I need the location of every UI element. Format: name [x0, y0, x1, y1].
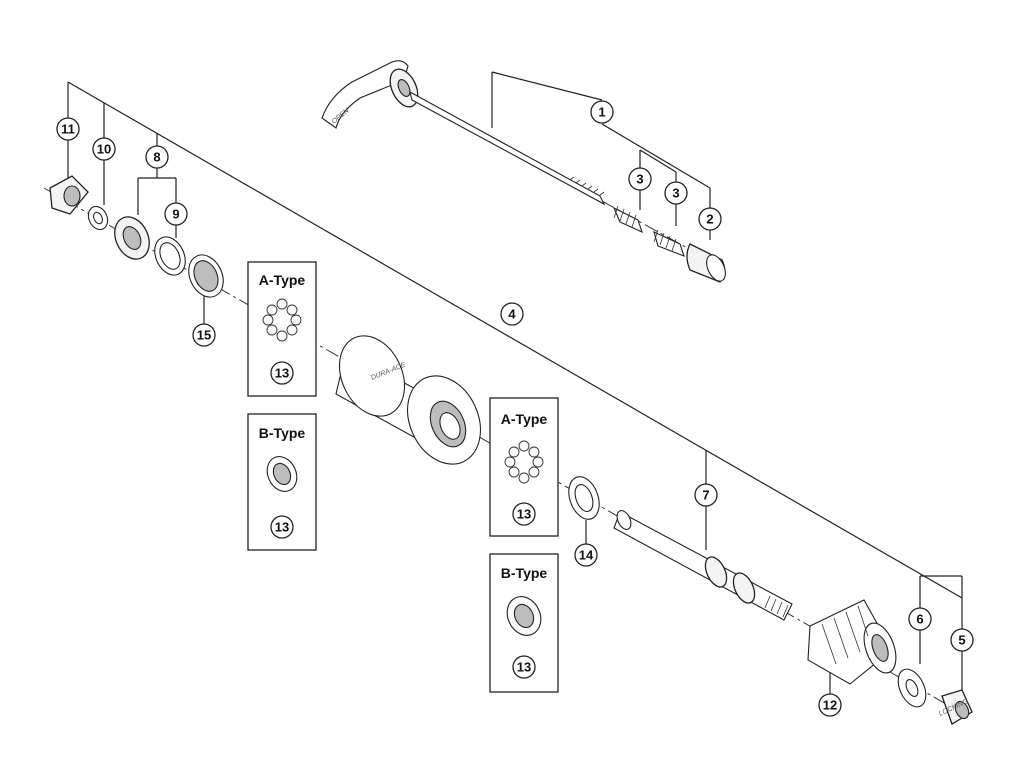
- callout-3-right: 3: [664, 181, 688, 205]
- svg-text:12: 12: [823, 698, 837, 713]
- svg-text:9: 9: [172, 207, 179, 222]
- svg-text:13: 13: [517, 507, 531, 522]
- shim-14: [568, 476, 600, 520]
- washer-10: [87, 205, 109, 231]
- svg-text:3: 3: [672, 186, 679, 201]
- svg-text:5: 5: [958, 633, 965, 648]
- svg-text:8: 8: [153, 150, 160, 165]
- cartridge-bearing-b-right: [506, 596, 542, 636]
- svg-text:7: 7: [702, 488, 709, 503]
- svg-text:13: 13: [275, 366, 289, 381]
- callout-13-a-left: 13: [270, 361, 294, 385]
- svg-text:2: 2: [706, 212, 713, 227]
- callout-12: 12: [818, 693, 842, 717]
- quick-release-skewer: OPEN: [321, 60, 606, 206]
- spring-3-left: [612, 205, 643, 234]
- callout-13-a-right: 13: [512, 502, 536, 526]
- hub-shell: DURA-ACE: [335, 335, 481, 465]
- ball-bearing-ring-a-left: [262, 298, 302, 342]
- svg-text:15: 15: [197, 328, 211, 343]
- adjusting-nut-2: [686, 243, 726, 283]
- svg-text:13: 13: [517, 660, 531, 675]
- box-b-type-left-label: B-Type: [259, 425, 306, 441]
- svg-text:4: 4: [508, 307, 516, 322]
- svg-text:13: 13: [275, 520, 289, 535]
- callout-8: 8: [145, 145, 169, 169]
- ball-bearing-ring-a-right: [504, 440, 544, 484]
- washer-6: [897, 668, 927, 708]
- cartridge-bearing-b-left: [266, 456, 298, 492]
- hub-axle-7: [613, 510, 793, 621]
- callout-7: 7: [694, 483, 718, 507]
- seal-ring-15: [188, 254, 224, 298]
- callout-10: 10: [92, 137, 116, 161]
- callout-5: 5: [950, 628, 974, 652]
- callout-14: 14: [574, 543, 598, 567]
- callout-9: 9: [164, 202, 188, 226]
- callout-4: 4: [500, 302, 524, 326]
- box-a-type-right-label: A-Type: [501, 411, 548, 427]
- callout-6: 6: [908, 607, 932, 631]
- svg-text:6: 6: [916, 612, 923, 627]
- freehub-body-12: [807, 599, 897, 685]
- callout-13-b-right: 13: [512, 655, 536, 679]
- lock-nut-11: [49, 175, 89, 215]
- svg-text:11: 11: [61, 122, 75, 137]
- callout-1: 1: [590, 100, 614, 124]
- svg-text:3: 3: [636, 172, 643, 187]
- callout-13-b-left: 13: [270, 515, 294, 539]
- svg-text:1: 1: [598, 105, 605, 120]
- callout-2: 2: [698, 207, 722, 231]
- box-a-type-left-label: A-Type: [259, 272, 306, 288]
- callout-3-left: 3: [628, 167, 652, 191]
- spring-3-right: [653, 229, 685, 257]
- cone-8: [114, 216, 150, 260]
- svg-text:10: 10: [97, 142, 111, 157]
- box-b-type-right-label: B-Type: [501, 565, 548, 581]
- svg-text:14: 14: [579, 548, 594, 563]
- leader-lines: [67, 71, 963, 694]
- lock-nut-5: LOCKING: [938, 689, 973, 725]
- callout-11: 11: [56, 117, 80, 141]
- seal-9: [154, 236, 186, 276]
- callout-15: 15: [192, 323, 216, 347]
